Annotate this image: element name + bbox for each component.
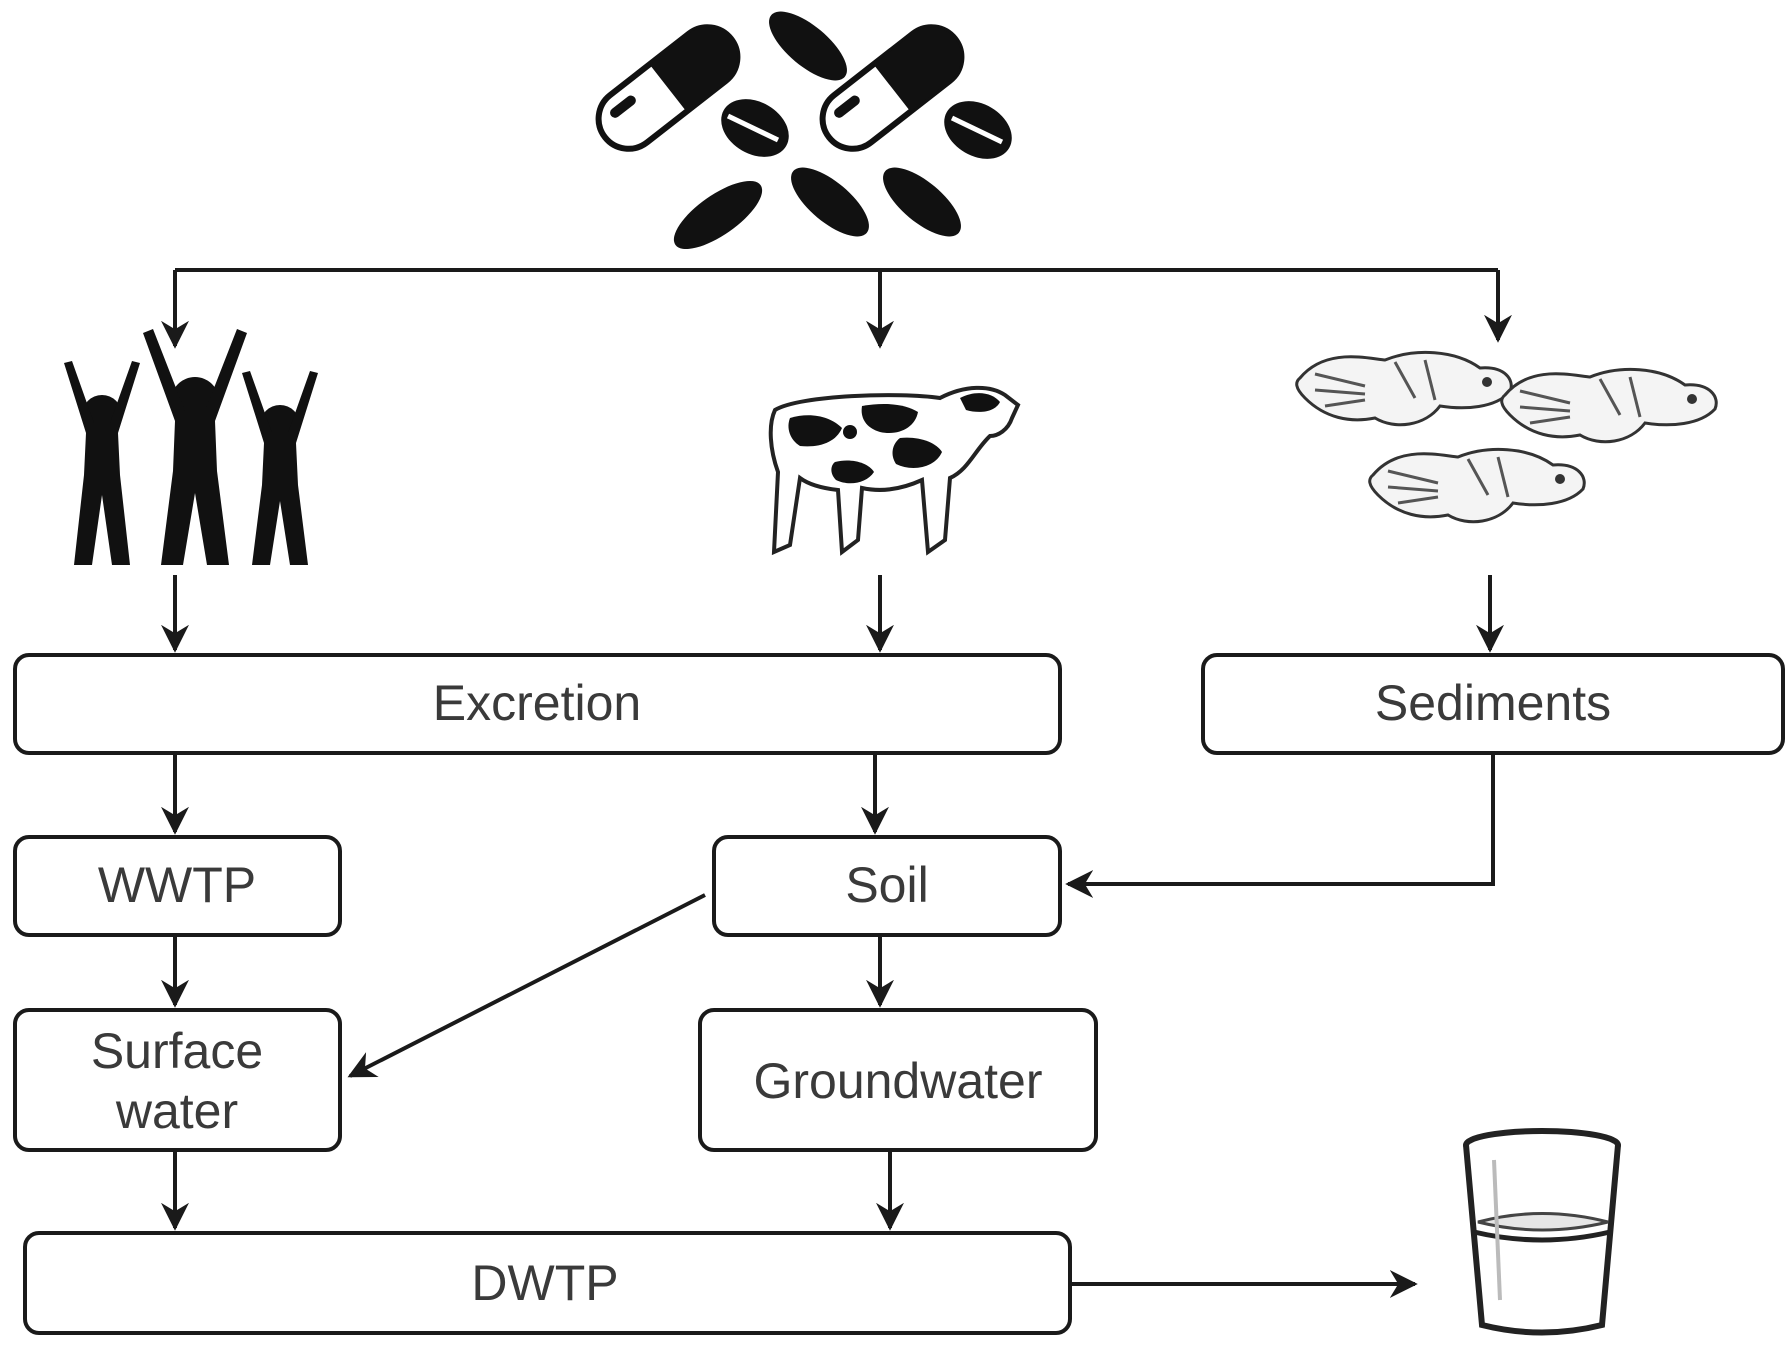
- dwtp-box: DWTP: [23, 1231, 1072, 1335]
- wwtp-label: WWTP: [98, 857, 256, 913]
- groundwater-label: Groundwater: [753, 1053, 1042, 1109]
- excretion-box: Excretion: [13, 653, 1062, 755]
- surface-water-label-line1: Surface: [91, 1023, 263, 1079]
- pills-icon: [595, 11, 1012, 250]
- drinking-glass-icon: [1463, 1128, 1621, 1336]
- soil-box: Soil: [712, 835, 1062, 937]
- people-icon: [64, 329, 318, 565]
- wwtp-box: WWTP: [13, 835, 342, 937]
- fish-icon: [1295, 351, 1718, 524]
- surface-water-label-line2: water: [115, 1083, 238, 1139]
- sediments-label: Sediments: [1375, 675, 1611, 731]
- cow-icon: [768, 385, 1021, 556]
- sediments-box: Sediments: [1201, 653, 1785, 755]
- soil-label: Soil: [845, 857, 928, 913]
- groundwater-box: Groundwater: [698, 1008, 1098, 1152]
- arrow-sediments-to-soil: [1065, 753, 1495, 898]
- excretion-label: Excretion: [433, 675, 641, 731]
- surface-water-box: Surface water: [13, 1008, 342, 1152]
- arrow-soil-to-surface-water: [347, 893, 706, 1078]
- dwtp-label: DWTP: [471, 1255, 618, 1311]
